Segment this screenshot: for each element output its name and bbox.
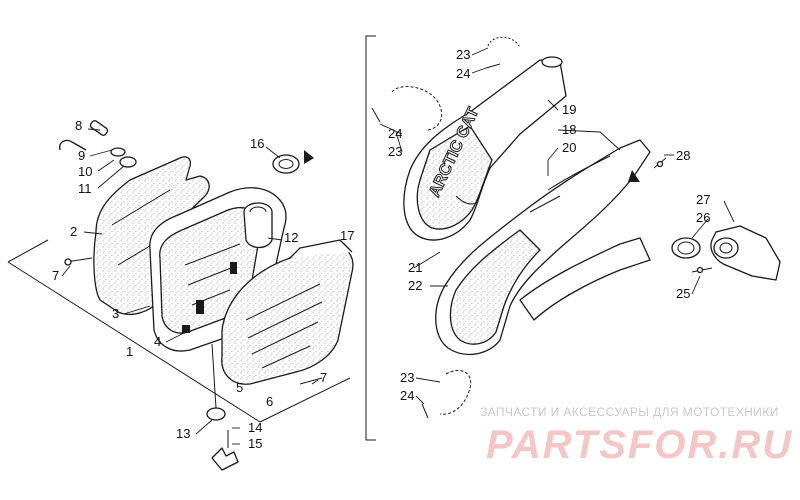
assembly-bracket-1 — [7, 239, 351, 423]
callout-6: 6 — [266, 394, 273, 409]
callout-24-mid: 24 — [388, 126, 402, 141]
callout-7-left: 7 — [52, 268, 59, 283]
spring-clip-8 — [59, 139, 87, 151]
callout-28: 28 — [676, 148, 690, 163]
callout-4: 4 — [154, 334, 161, 349]
callout-7-right: 7 — [320, 370, 327, 385]
spring-24-top — [485, 63, 501, 69]
front-heat-shield — [221, 245, 354, 385]
heat-shield-louvers — [245, 283, 323, 369]
callout-10: 10 — [78, 164, 92, 179]
bolt-7-left-head — [64, 258, 72, 266]
callout-19: 19 — [562, 102, 576, 117]
callout-24-bottom: 24 — [400, 388, 414, 403]
callout-14: 14 — [248, 420, 262, 435]
expansion-chamber-assembly: ARCTIC CAT — [365, 35, 781, 441]
spring-24-bottom — [421, 403, 429, 419]
callout-23-bottom: 23 — [400, 370, 414, 385]
grommet-11 — [119, 156, 137, 168]
clamp-23-top — [487, 36, 521, 49]
bolt-9 — [89, 120, 109, 136]
callout-23-top: 23 — [456, 47, 470, 62]
mount-rod — [211, 343, 217, 409]
muffler-slot — [196, 300, 204, 314]
watermark: ЗАПЧАСТИ И АКСЕССУАРЫ ДЛЯ МОТОТЕХНИКИ PA… — [480, 405, 793, 467]
seal-ring-26 — [671, 237, 701, 259]
outlet-grommet-bore — [278, 159, 294, 169]
callout-22: 22 — [408, 278, 422, 293]
callout-2: 2 — [70, 224, 77, 239]
clamp-23-bottom — [439, 370, 472, 415]
muffler-clip — [182, 325, 190, 333]
spring-28-coil — [656, 160, 664, 168]
mount-grommet-13 — [206, 407, 226, 421]
callout-26: 26 — [696, 210, 710, 225]
callout-25: 25 — [676, 286, 690, 301]
callout-24-top: 24 — [456, 66, 470, 81]
arrow-16 — [304, 150, 314, 164]
pipe-upper-face — [416, 125, 493, 230]
callout-9: 9 — [78, 148, 85, 163]
callout-16: 16 — [250, 136, 264, 151]
callout-21: 21 — [408, 260, 422, 275]
washer-10 — [110, 147, 126, 157]
manifold-flange-bore — [719, 242, 733, 254]
callout-23-mid: 23 — [388, 144, 402, 159]
clamp-23-mid — [391, 86, 443, 131]
outlet-tube-body — [243, 211, 273, 249]
silencer-assembly — [7, 120, 354, 471]
callout-18: 18 — [562, 122, 576, 137]
tuned-pipe-return — [519, 237, 651, 321]
leader-lines-right — [379, 47, 735, 405]
manifold-flange — [713, 237, 739, 259]
pipe-upper-outlet — [541, 56, 563, 68]
leader-lines-left — [61, 128, 319, 445]
callout-12: 12 — [284, 230, 298, 245]
callout-11: 11 — [78, 181, 92, 196]
callout-27: 27 — [696, 192, 710, 207]
callout-1: 1 — [126, 344, 133, 359]
callout-20: 20 — [562, 140, 576, 155]
muffler-clip-2 — [230, 262, 237, 274]
spring-24-mid — [371, 107, 381, 123]
bolt-7-right — [299, 377, 323, 385]
tuned-pipe-seams — [529, 155, 611, 213]
spring-25-coil — [696, 266, 704, 274]
watermark-subtitle: ЗАПЧАСТИ И АКСЕССУАРЫ ДЛЯ МОТОТЕХНИКИ — [480, 405, 779, 419]
heat-shield-lip — [289, 239, 353, 259]
callout-3: 3 — [112, 306, 119, 321]
callout-15: 15 — [248, 436, 262, 451]
callout-labels: 1 2 3 4 5 6 7 7 8 9 10 11 12 13 14 15 16… — [52, 47, 710, 451]
mount-bracket-15 — [211, 447, 239, 471]
callout-8: 8 — [75, 118, 82, 133]
callout-13: 13 — [176, 426, 190, 441]
callout-17: 17 — [340, 228, 354, 243]
pipe-upper-cutout — [455, 195, 479, 205]
seal-ring-26-bore — [677, 241, 695, 255]
assembly-bracket-17 — [365, 35, 376, 441]
callout-5: 5 — [236, 380, 243, 395]
outlet-grommet — [272, 154, 300, 174]
tuned-pipe-face — [449, 229, 541, 345]
watermark-brand: PARTSFOR.RU — [486, 423, 793, 467]
arrow-18 — [628, 170, 640, 182]
